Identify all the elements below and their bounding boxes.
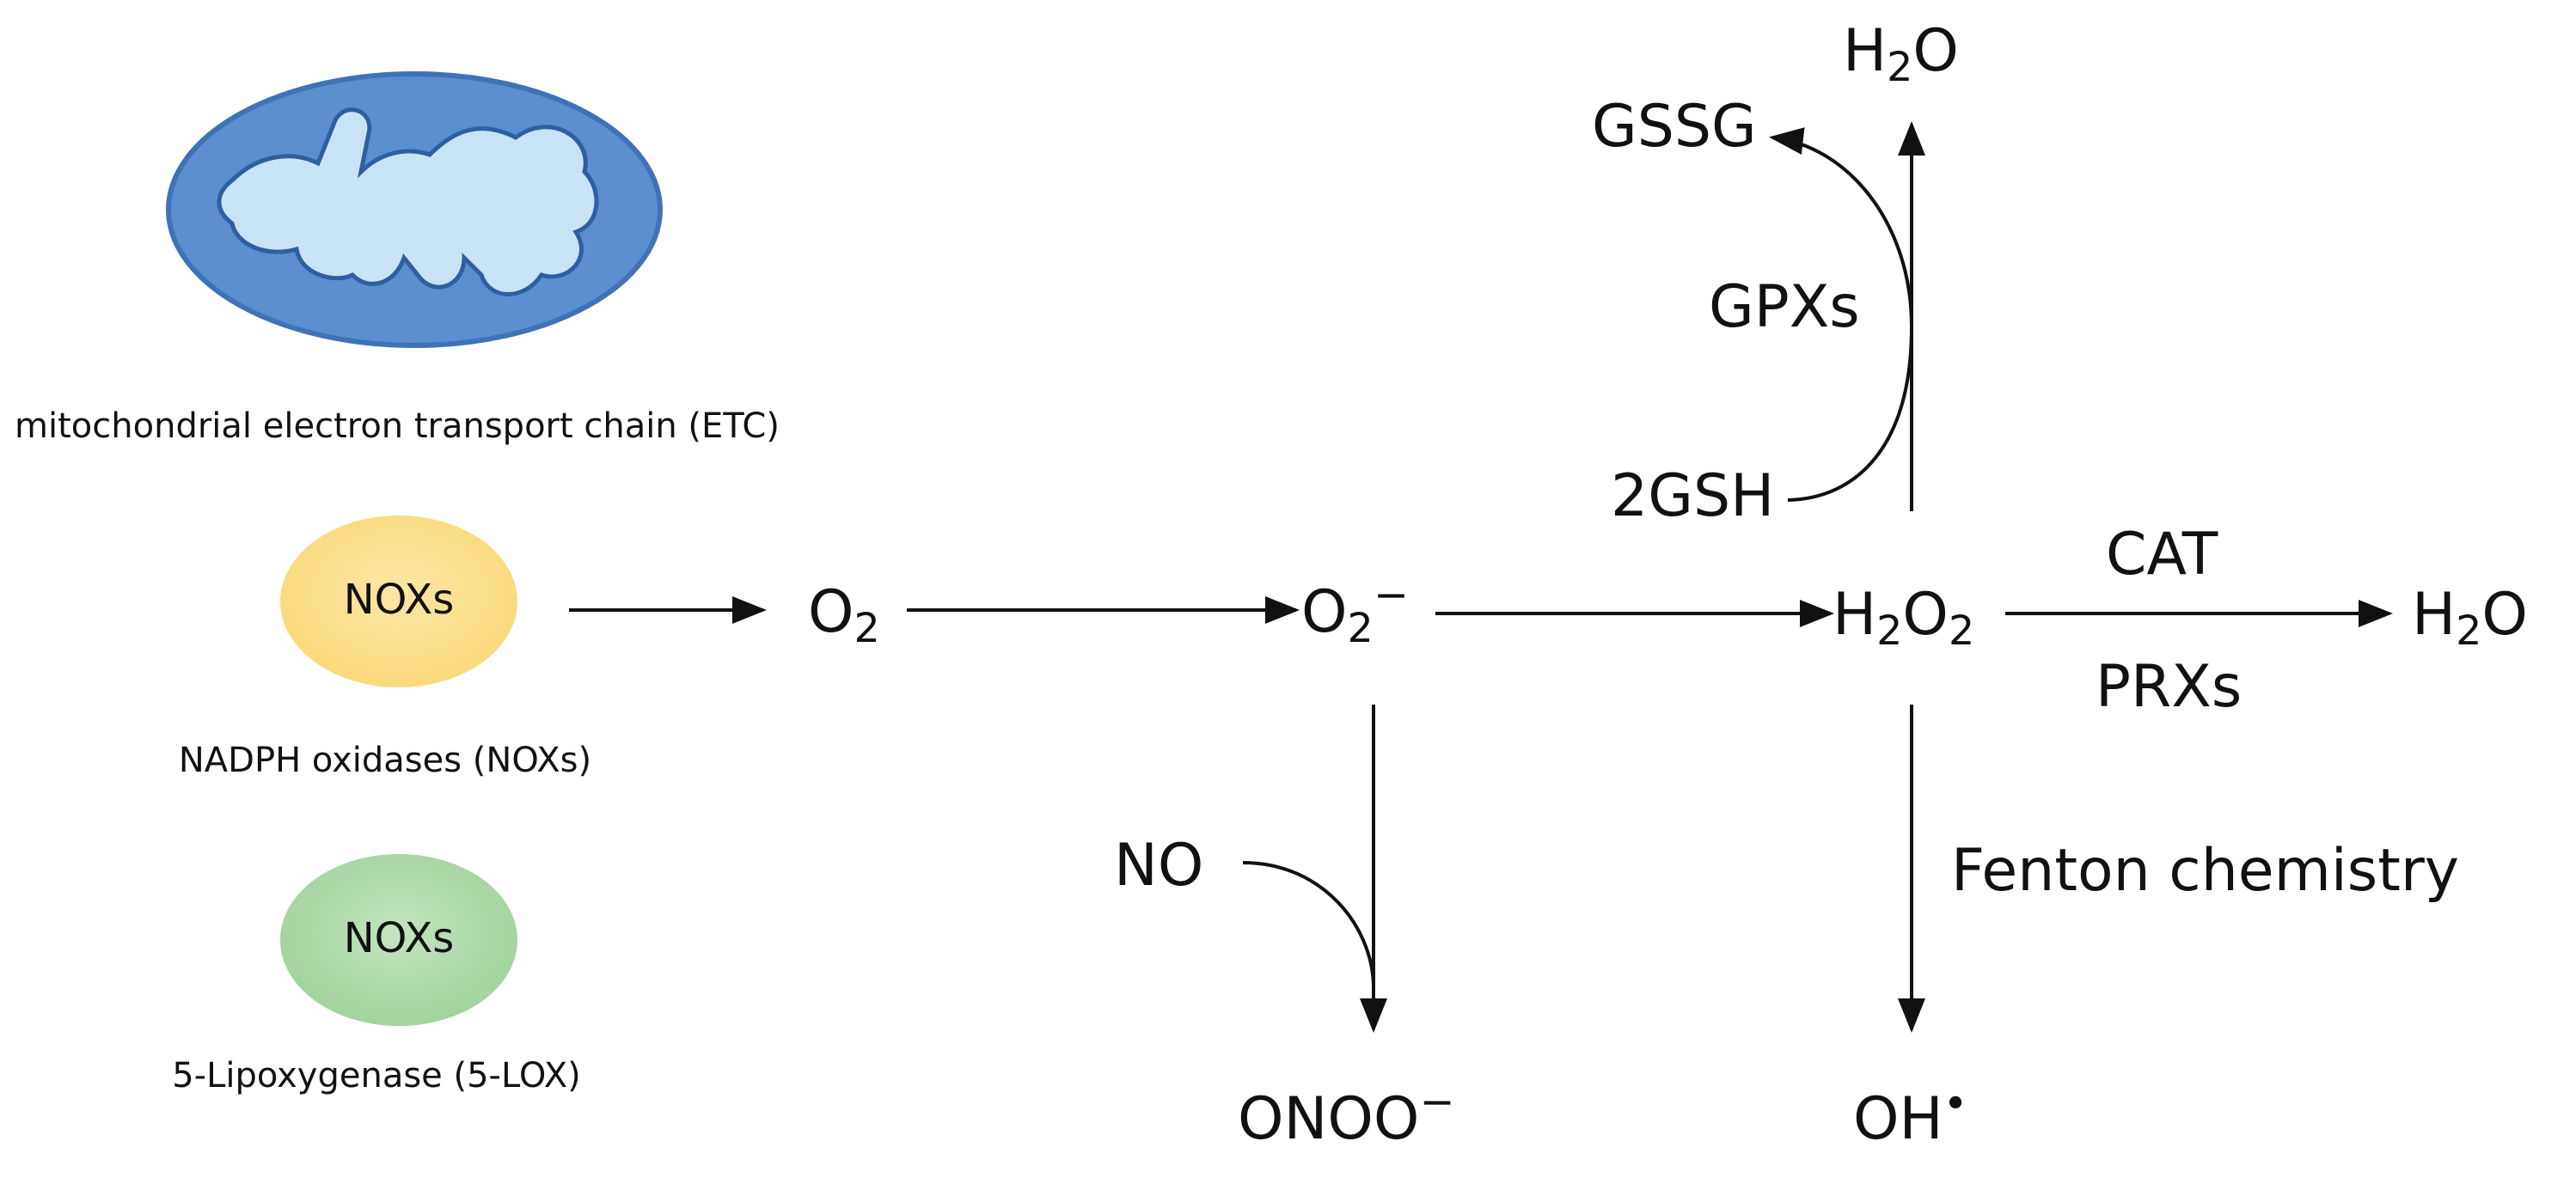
nox-badge-label: NOXs: [344, 576, 455, 624]
mitochondrion-icon: [166, 71, 663, 348]
no-label: NO: [1114, 832, 1203, 900]
gssg-label: GSSG: [1592, 93, 1757, 161]
nox-badge: [280, 516, 517, 687]
superoxide-label: O2−: [1301, 571, 1409, 652]
fenton-label: Fenton chemistry: [1951, 837, 2459, 905]
etc-label: mitochondrial electron transport chain (…: [15, 406, 780, 446]
peroxynitrite-label: ONOO−: [1238, 1077, 1454, 1153]
arrow-no-joining: [1242, 861, 1375, 989]
h2o-right-label: H2O: [2412, 581, 2528, 655]
h2o-top-label: H2O: [1843, 17, 1959, 91]
gsh-label: 2GSH: [1611, 462, 1774, 530]
lox-badge-label: NOXs: [344, 914, 455, 962]
gpx-label: GPXs: [1709, 273, 1860, 341]
prx-label: PRXs: [2096, 653, 2242, 721]
h2o2-label: H2O2: [1833, 581, 1974, 655]
arrow-gsh-to-gssg: [1769, 127, 1914, 502]
o2-label: O2: [808, 578, 880, 652]
main-pathway-arrows: [569, 121, 2393, 1033]
lox-badge: [280, 854, 517, 1026]
lox-label: 5-Lipoxygenase (5-LOX): [172, 1056, 581, 1096]
cat-label: CAT: [2106, 521, 2218, 589]
hydroxyl-label: OH•: [1853, 1079, 1968, 1153]
nox-label: NADPH oxidases (NOXs): [179, 741, 591, 780]
mitochondrion-cristae: [217, 107, 599, 296]
